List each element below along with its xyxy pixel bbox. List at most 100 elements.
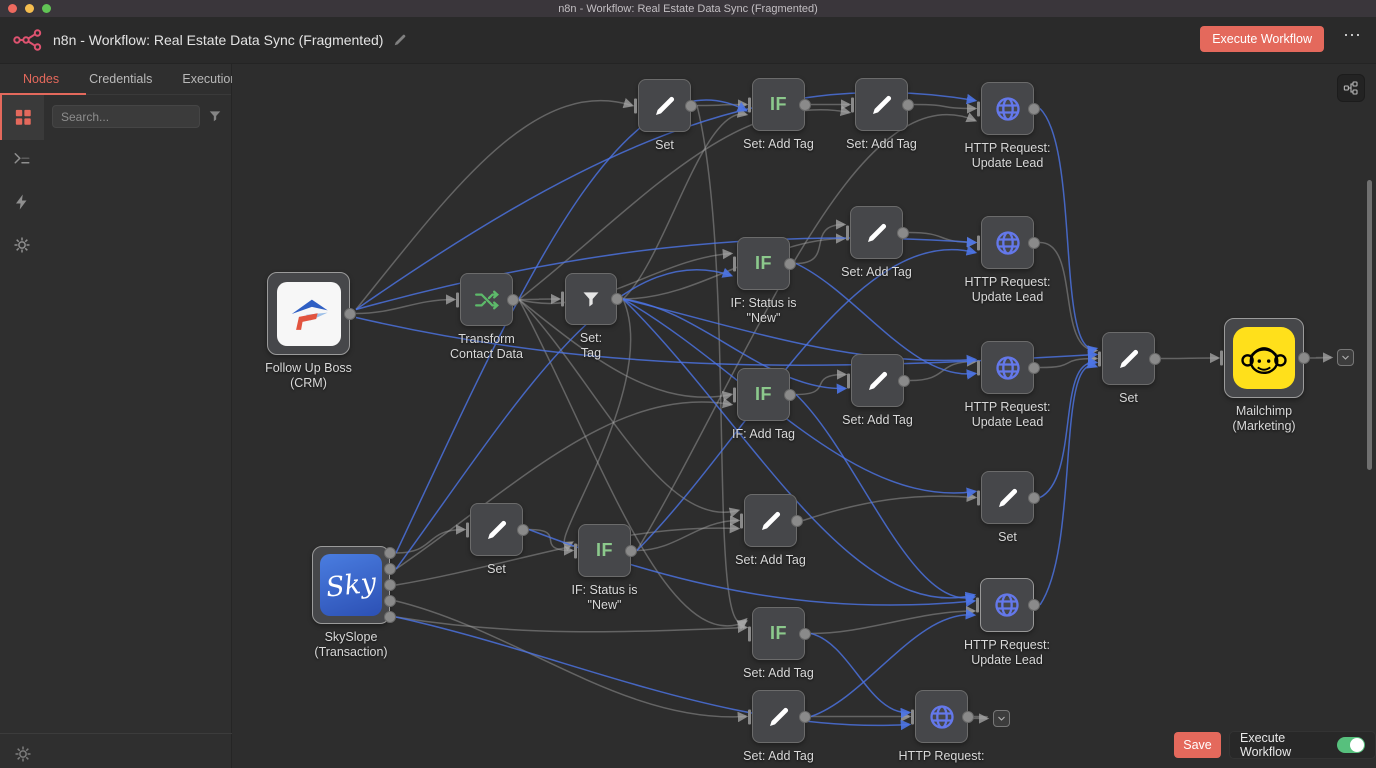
output-port[interactable] bbox=[902, 98, 914, 111]
output-port[interactable] bbox=[517, 523, 529, 536]
output-port[interactable] bbox=[962, 710, 974, 723]
input-port[interactable] bbox=[846, 225, 849, 240]
input-port[interactable] bbox=[977, 490, 980, 505]
minimize-button[interactable] bbox=[25, 4, 34, 13]
terminal-icon[interactable] bbox=[13, 150, 31, 168]
workflow-node-fub[interactable] bbox=[267, 272, 356, 355]
input-port[interactable] bbox=[748, 709, 751, 724]
workflow-node-if-s2[interactable]: IF bbox=[748, 607, 811, 660]
workflow-node-set-c[interactable] bbox=[847, 354, 910, 407]
output-port[interactable] bbox=[898, 374, 910, 387]
output-port[interactable] bbox=[897, 226, 909, 239]
workflow-node-if-c[interactable]: IF bbox=[733, 368, 796, 421]
output-port[interactable] bbox=[799, 627, 811, 640]
workflow-node-transform[interactable] bbox=[456, 273, 519, 326]
output-port[interactable] bbox=[384, 563, 396, 575]
header-more-menu[interactable]: ⋯ bbox=[1343, 25, 1362, 45]
input-port[interactable] bbox=[847, 373, 850, 388]
input-port[interactable] bbox=[977, 360, 980, 375]
workflow-node-set2-top[interactable] bbox=[851, 78, 914, 131]
input-port[interactable] bbox=[976, 597, 979, 613]
input-port[interactable] bbox=[574, 543, 577, 558]
output-port[interactable] bbox=[1149, 352, 1161, 365]
filter-funnel-icon[interactable] bbox=[208, 109, 222, 123]
save-button[interactable]: Save bbox=[1174, 732, 1221, 758]
execute-workflow-button[interactable]: Execute Workflow bbox=[1200, 26, 1324, 52]
connection-edge bbox=[562, 298, 632, 552]
workflow-node-set-s[interactable] bbox=[466, 503, 529, 556]
output-port[interactable] bbox=[384, 547, 396, 559]
input-port[interactable] bbox=[740, 513, 743, 528]
output-port[interactable] bbox=[1028, 361, 1040, 374]
workflow-node-set-s4[interactable] bbox=[748, 690, 811, 743]
zoom-button[interactable] bbox=[42, 4, 51, 13]
output-port[interactable] bbox=[791, 514, 803, 527]
workflow-node-http-s2[interactable] bbox=[911, 690, 974, 743]
input-port[interactable] bbox=[466, 522, 469, 537]
output-port[interactable] bbox=[685, 99, 697, 112]
sidebar-settings-gear-icon[interactable] bbox=[14, 745, 32, 763]
output-port[interactable] bbox=[611, 293, 623, 305]
output-port[interactable] bbox=[384, 611, 396, 623]
execute-workflow-toggle[interactable] bbox=[1337, 737, 1365, 753]
workflow-node-set-s3[interactable] bbox=[977, 471, 1040, 524]
macos-titlebar: n8n - Workflow: Real Estate Data Sync (F… bbox=[0, 0, 1376, 17]
output-port[interactable] bbox=[784, 388, 796, 401]
input-port[interactable] bbox=[634, 98, 637, 113]
input-port[interactable] bbox=[733, 256, 736, 271]
output-port[interactable] bbox=[507, 293, 519, 306]
output-port[interactable] bbox=[625, 544, 637, 557]
workflow-node-http-b[interactable] bbox=[977, 216, 1040, 269]
input-port[interactable] bbox=[748, 626, 751, 641]
input-port[interactable] bbox=[1220, 350, 1223, 366]
input-port[interactable] bbox=[456, 292, 459, 307]
output-port[interactable] bbox=[799, 710, 811, 723]
if-icon: IF bbox=[755, 384, 772, 404]
input-port[interactable] bbox=[977, 235, 980, 250]
input-port[interactable] bbox=[561, 291, 564, 307]
input-port[interactable] bbox=[911, 709, 914, 724]
input-port[interactable] bbox=[733, 387, 736, 402]
category-all-nodes[interactable] bbox=[0, 95, 44, 140]
workflow-node-if-s[interactable]: IF bbox=[574, 524, 637, 577]
tab-credentials[interactable]: Credentials bbox=[89, 72, 153, 86]
workflow-node-skyslope[interactable]: Sky bbox=[312, 546, 396, 624]
workflow-node-set-final[interactable] bbox=[1098, 332, 1161, 385]
input-port[interactable] bbox=[748, 97, 751, 112]
settings-gear-icon[interactable] bbox=[13, 236, 31, 254]
output-port[interactable] bbox=[1028, 599, 1040, 611]
canvas-options-button[interactable] bbox=[1337, 74, 1365, 102]
trigger-bolt-icon[interactable] bbox=[13, 193, 31, 211]
workflow-node-http-top[interactable] bbox=[977, 82, 1040, 135]
output-port[interactable] bbox=[784, 257, 796, 270]
tab-executions[interactable]: Executions bbox=[182, 72, 244, 86]
edit-title-pencil-icon[interactable] bbox=[393, 33, 407, 47]
close-button[interactable] bbox=[8, 4, 17, 13]
workflow-node-if-b[interactable]: IF bbox=[733, 237, 796, 290]
output-port[interactable] bbox=[384, 595, 396, 607]
output-port[interactable] bbox=[1298, 352, 1310, 364]
input-port[interactable] bbox=[851, 97, 854, 112]
workflow-node-set-top[interactable] bbox=[634, 79, 697, 132]
canvas-scrollbar[interactable] bbox=[1367, 180, 1372, 470]
workflow-node-mailchimp[interactable] bbox=[1220, 318, 1310, 398]
input-port[interactable] bbox=[1098, 351, 1101, 366]
workflow-node-http-s[interactable] bbox=[976, 578, 1040, 632]
output-port[interactable] bbox=[1028, 102, 1040, 115]
workflow-node-set-s2[interactable] bbox=[740, 494, 803, 547]
workflow-node-http-c[interactable] bbox=[977, 341, 1040, 394]
collapsed-node-chevron-button[interactable] bbox=[1337, 349, 1354, 366]
tab-nodes[interactable]: Nodes bbox=[0, 64, 87, 95]
collapsed-node-chevron-button[interactable] bbox=[993, 710, 1010, 727]
output-port[interactable] bbox=[1028, 236, 1040, 249]
output-port[interactable] bbox=[1028, 491, 1040, 504]
output-port[interactable] bbox=[799, 98, 811, 111]
output-port[interactable] bbox=[344, 307, 356, 320]
workflow-node-if-top[interactable]: IF bbox=[748, 78, 811, 131]
workflow-node-filter[interactable] bbox=[561, 273, 623, 325]
input-port[interactable] bbox=[977, 101, 980, 116]
output-port[interactable] bbox=[384, 579, 396, 591]
workflow-node-set-b[interactable] bbox=[846, 206, 909, 259]
node-search-input[interactable] bbox=[52, 105, 200, 128]
